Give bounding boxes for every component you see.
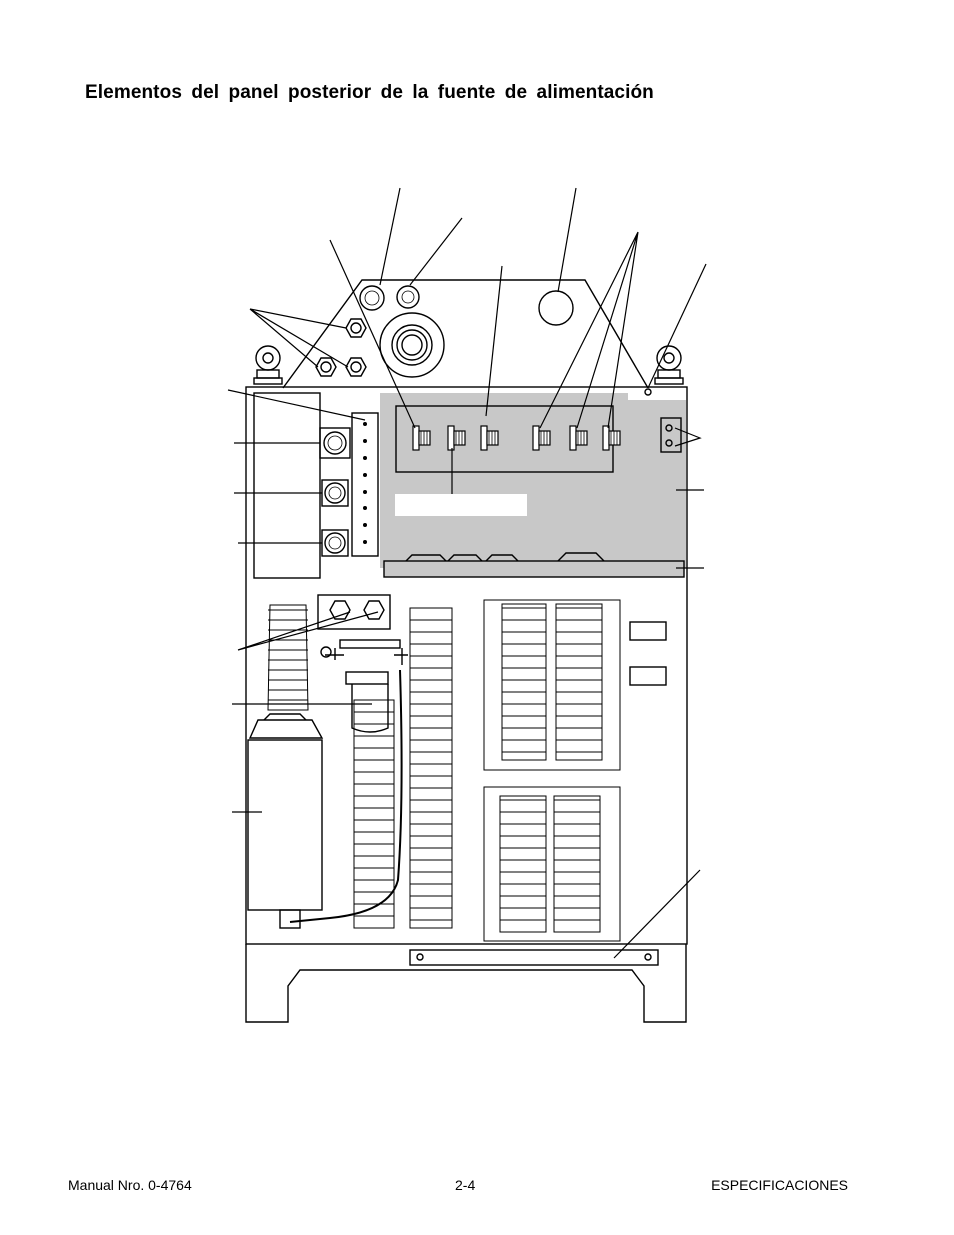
left-recess: [253, 392, 321, 579]
strain-relief-outer: [379, 312, 445, 378]
terminals: [412, 425, 621, 451]
label-plate: [395, 494, 527, 516]
cable-port-large: [538, 290, 574, 326]
vent-panel-lower: [483, 786, 621, 942]
page-title: Elementos del panel posterior de la fuen…: [85, 82, 654, 103]
footer-page-number: 2-4: [455, 1177, 476, 1193]
rating-label-1: [629, 621, 667, 641]
lifting-eye-right: [654, 345, 684, 385]
fitting-plate: [317, 594, 391, 630]
connector-c: [321, 529, 349, 557]
filter-assembly: [320, 639, 408, 733]
leader-lines: [227, 187, 707, 959]
ground-terminal: [660, 417, 682, 453]
coolant-hose: [289, 669, 403, 923]
connector-round-2: [396, 285, 420, 309]
vent-column-middle: [353, 607, 453, 929]
footer-section: ESPECIFICACIONES: [711, 1177, 848, 1193]
hex-fitting-3: [345, 357, 367, 377]
cover-bar: [383, 560, 685, 578]
base-bracket: [409, 949, 659, 966]
coolant-reservoir: [247, 713, 324, 929]
top-housing: [282, 279, 649, 389]
main-body: [245, 386, 688, 945]
connector-b: [321, 479, 349, 507]
vent-column-left: [267, 604, 309, 711]
lifting-eye-left: [253, 345, 283, 385]
connector-strip: [351, 412, 379, 557]
hex-fitting-2: [315, 357, 337, 377]
footer-manual-number: Manual Nro. 0-4764: [68, 1177, 192, 1193]
vent-panel-upper: [483, 599, 621, 771]
hex-fitting-1: [345, 318, 367, 338]
rating-label-2: [629, 666, 667, 686]
connector-round-1: [359, 285, 385, 311]
base-skid: [245, 944, 687, 1023]
